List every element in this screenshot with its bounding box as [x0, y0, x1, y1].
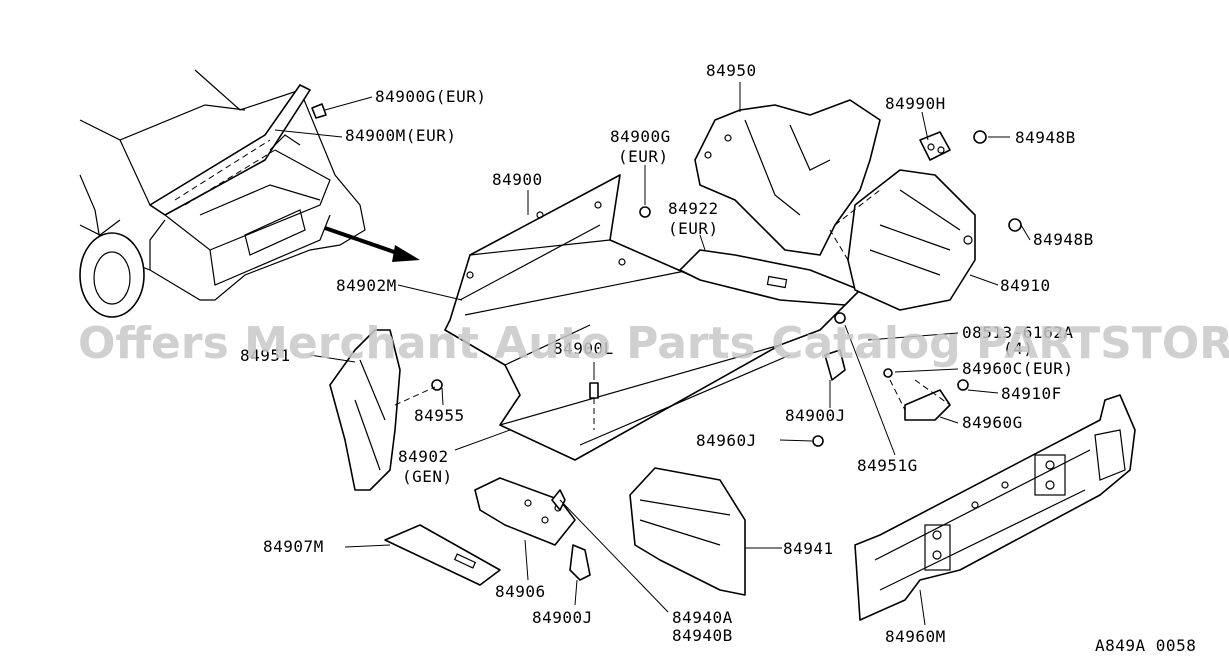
- label-08513: 08513-6162A: [962, 323, 1073, 342]
- label-84906: 84906: [495, 582, 546, 601]
- label-84960c: 84960C(EUR): [962, 359, 1073, 378]
- mat-84907m: [384, 524, 501, 586]
- label-84922: 84922: [668, 199, 719, 218]
- label-84900m-eur: 84900M(EUR): [345, 126, 456, 145]
- clip-84900j-mid: [824, 349, 846, 381]
- label-84900l: 84900L: [553, 339, 614, 358]
- label-84948b-1: 84948B: [1015, 128, 1076, 147]
- clip-icon: [883, 368, 893, 378]
- label-84900: 84900: [492, 170, 543, 189]
- label-84902-gen: (GEN): [402, 467, 453, 486]
- arrow-icon: [324, 226, 420, 262]
- bracket-84906: [474, 477, 576, 546]
- wheelhouse-84950: [694, 99, 881, 256]
- label-84960m: 84960M: [885, 627, 946, 646]
- bracket-84990h: [919, 131, 951, 161]
- label-84900g-mid-eur: (EUR): [618, 147, 669, 166]
- leader-lines: [274, 82, 1031, 626]
- watermark: Offers Merchant Auto Parts Catalog PARTS…: [78, 318, 1229, 369]
- label-84900g-mid: 84900G: [610, 127, 671, 146]
- label-84907m: 84907M: [263, 537, 324, 556]
- clip-icon: [639, 206, 651, 218]
- clip-icon: [431, 379, 443, 391]
- label-84940b: 84940B: [672, 626, 733, 645]
- clip-icon: [957, 379, 969, 391]
- clip-icon: [834, 312, 846, 324]
- label-84910: 84910: [1000, 276, 1051, 295]
- label-84910f: 84910F: [1001, 384, 1062, 403]
- bracket-84960g: [904, 389, 951, 421]
- label-84902: 84902: [398, 447, 449, 466]
- label-84940a: 84940A: [672, 608, 733, 627]
- label-84922-eur: (EUR): [668, 219, 719, 238]
- label-84960g: 84960G: [962, 413, 1023, 432]
- screw-icon: [589, 382, 599, 430]
- clip-icon: [311, 103, 327, 119]
- car-illustration: [79, 69, 366, 318]
- side-lining-84910: [847, 169, 976, 311]
- label-84990h: 84990H: [885, 94, 946, 113]
- label-84948b-2: 84948B: [1033, 230, 1094, 249]
- label-84950: 84950: [706, 61, 757, 80]
- rear-panel-84960m: [854, 394, 1136, 621]
- diagram-code: A849A 0058: [1095, 636, 1196, 655]
- part-labels: 84900G(EUR) 84900M(EUR) 84900G (EUR) 849…: [240, 61, 1196, 655]
- label-84951g: 84951G: [857, 456, 918, 475]
- clip-icon: [973, 130, 1022, 232]
- bracket-84940: [551, 489, 566, 511]
- side-panel-84951: [329, 329, 401, 491]
- screw-icon: [812, 435, 824, 447]
- label-84900j-mid: 84900J: [785, 406, 846, 425]
- label-84951: 84951: [240, 346, 291, 365]
- label-84955: 84955: [414, 406, 465, 425]
- label-84900g-eur-top: 84900G(EUR): [375, 87, 486, 106]
- label-84941: 84941: [783, 539, 834, 558]
- label-08513-qty: (4): [1003, 339, 1033, 358]
- label-84960j: 84960J: [696, 431, 757, 450]
- label-84900j-bottom: 84900J: [532, 608, 593, 627]
- label-84902m: 84902M: [336, 276, 397, 295]
- trunk-floor-panel: [444, 174, 851, 461]
- clip-84900j-bottom: [569, 544, 591, 581]
- panel-84941: [629, 467, 746, 596]
